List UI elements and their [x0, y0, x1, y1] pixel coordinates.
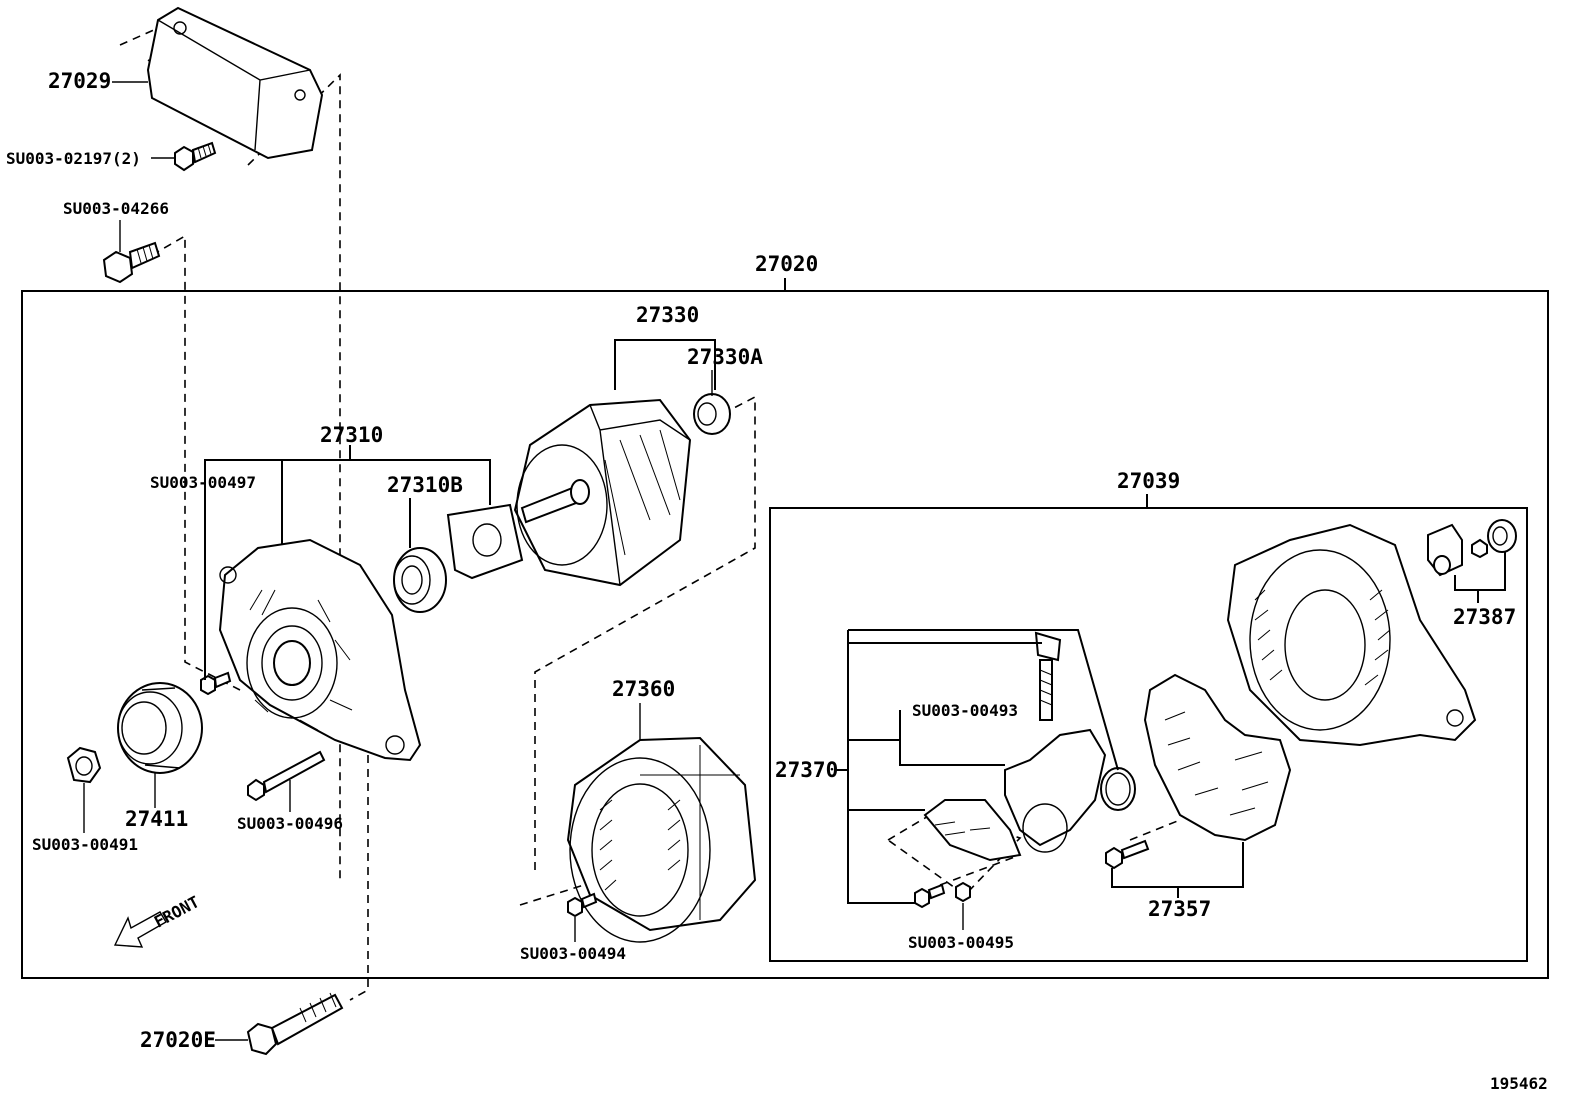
part-label-27310: 27310	[320, 423, 383, 447]
subassembly-frame-27039	[769, 507, 1528, 962]
part-label-27020e: 27020E	[140, 1028, 216, 1052]
screw-su003-00494-part	[567, 892, 598, 918]
part-label-su003-00494: SU003-00494	[520, 944, 626, 963]
part-label-su003-00496: SU003-00496	[237, 814, 343, 833]
o-ring-part	[1100, 767, 1136, 811]
part-label-27370: 27370	[775, 758, 838, 782]
part-label-su003-00497: SU003-00497	[150, 473, 256, 492]
bolt-su003-04266-part	[102, 241, 161, 284]
part-label-su003-00495: SU003-00495	[908, 933, 1014, 952]
diagram-number: 195462	[1490, 1074, 1548, 1093]
screw-su003-00495-part	[914, 881, 971, 909]
bolt-su003-00497-part	[200, 671, 232, 696]
brush-holder-part	[923, 799, 1022, 862]
part-label-27360: 27360	[612, 677, 675, 701]
part-label-su003-00491: SU003-00491	[32, 835, 138, 854]
part-label-su003-00493: SU003-00493	[912, 701, 1018, 720]
bolt-su003-02197-part	[174, 141, 217, 172]
bearing-27310b-part	[393, 547, 447, 613]
part-label-su003-04266: SU003-04266	[63, 199, 169, 218]
part-label-27387: 27387	[1453, 605, 1516, 629]
pulley-27411-part	[117, 682, 203, 774]
part-label-27020: 27020	[755, 252, 818, 276]
rectifier-27357-part	[1143, 673, 1292, 842]
terminal-27387-part	[1427, 519, 1517, 577]
bearing-27330a-part	[693, 393, 731, 435]
part-label-su003-02197: SU003-02197(2)	[6, 149, 141, 168]
front-arrow-icon	[113, 911, 167, 948]
part-label-27411: 27411	[125, 807, 188, 831]
brush-part	[1034, 631, 1062, 721]
screw-rectifier-part	[1105, 839, 1150, 870]
front-housing-27310-part	[218, 538, 422, 762]
part-label-27029: 27029	[48, 69, 111, 93]
front-label: FRONT	[151, 892, 202, 931]
regulator-part	[1004, 728, 1107, 853]
part-label-27310b: 27310B	[387, 473, 463, 497]
part-label-27357: 27357	[1148, 897, 1211, 921]
nut-su003-00491-part	[66, 746, 102, 784]
part-label-27330a: 27330A	[687, 345, 763, 369]
bolt-27020e-part	[246, 992, 344, 1056]
bolt-su003-00496-part	[247, 750, 326, 802]
retainer-plate-part	[446, 503, 524, 580]
rotor-27330-part	[513, 398, 692, 587]
part-label-27039: 27039	[1117, 469, 1180, 493]
stator-27360-part	[566, 736, 757, 943]
bracket-27029-part	[146, 6, 324, 160]
rear-housing-part	[1226, 523, 1477, 747]
part-label-27330: 27330	[636, 303, 699, 327]
